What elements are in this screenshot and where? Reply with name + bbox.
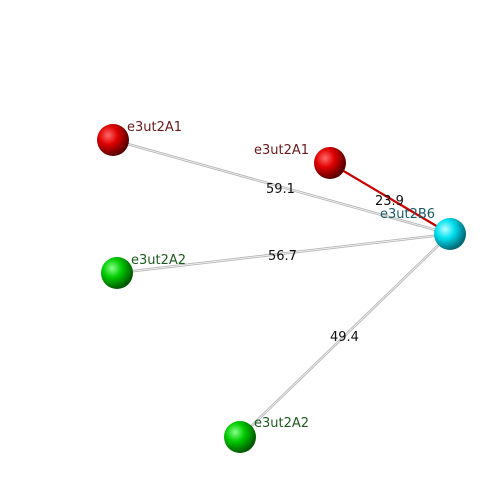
edge-distance-label: 56.7 [268,249,297,264]
atom-sphere-red[interactable] [314,147,346,179]
atom-label: e3ut2A2 [131,253,186,268]
edges-layer [111,138,452,439]
edge-n_red_mid-n_cyan [328,161,452,236]
edge-distance-label: 49.4 [330,330,359,345]
atom-sphere-red[interactable] [97,124,129,156]
atom-label: e3ut2A1 [127,120,182,135]
atom-sphere-green[interactable] [101,257,133,289]
atom-label: e3ut2B6 [380,207,435,222]
edge-labels-layer: 59.1 23.9 56.7 49.4 [266,182,404,345]
edge-distance-label: 23.9 [375,194,404,209]
edge-n_green_left-n_cyan [115,232,452,275]
edge-line [328,161,452,236]
edge-line-highlight [112,139,451,235]
atom-sphere-cyan[interactable] [434,218,466,250]
nodes-layer [97,124,466,453]
atom-sphere-green[interactable] [224,421,256,453]
edge-distance-label: 59.1 [266,182,295,197]
edge-n_green_bottom-n_cyan [238,232,452,439]
atom-label: e3ut2A2 [254,416,309,431]
edge-n_red_left-n_cyan [111,138,452,236]
edge-line-highlight [239,233,451,438]
node-labels-layer: e3ut2A1 e3ut2A1 e3ut2B6 e3ut2A2 e3ut2A2 [127,120,435,431]
edge-line-highlight [116,233,451,274]
atom-label: e3ut2A1 [254,143,309,158]
